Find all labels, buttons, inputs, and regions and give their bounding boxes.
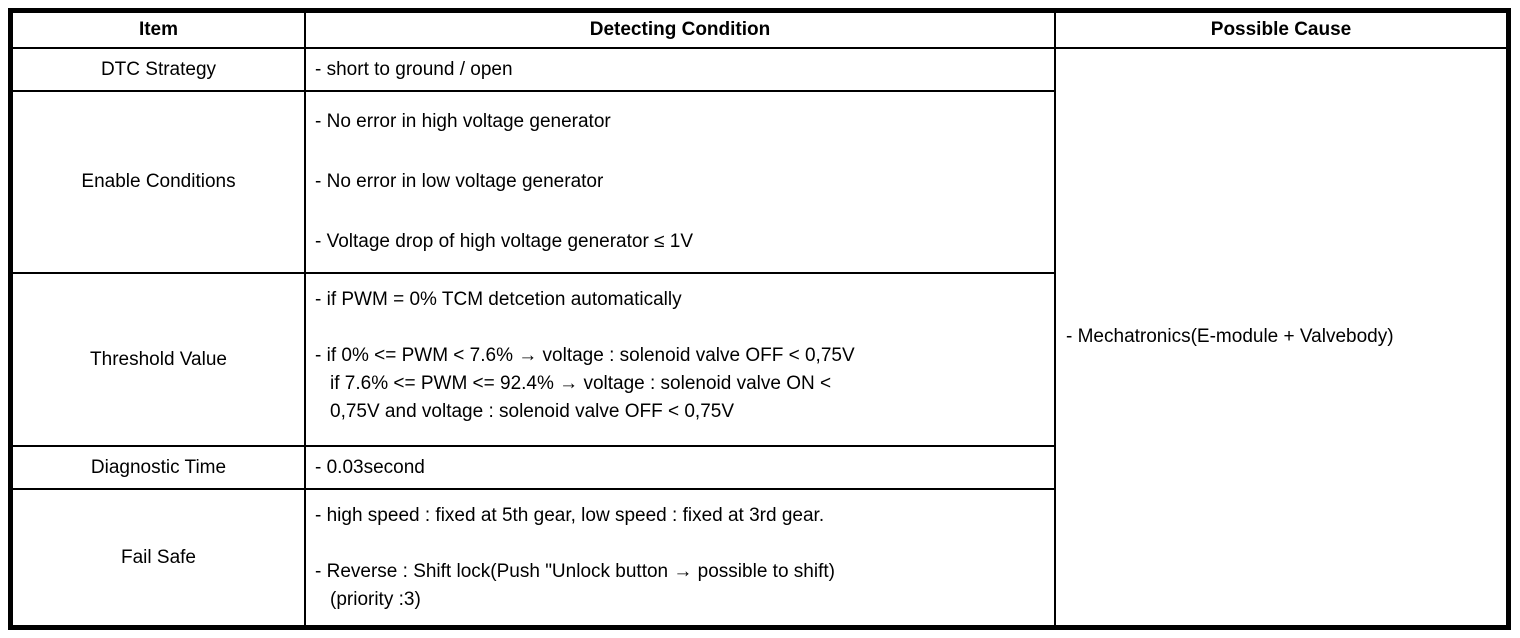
- row-condition-dtc-strategy: - short to ground / open: [306, 49, 1056, 92]
- row-condition-fail-safe: - high speed : fixed at 5th gear, low sp…: [306, 490, 1056, 625]
- dtc-detecting-condition-table: Item Detecting Condition Possible Cause …: [8, 8, 1511, 630]
- row-condition-threshold-value: - if PWM = 0% TCM detcetion automaticall…: [306, 274, 1056, 447]
- row-condition-diagnostic-time: - 0.03second: [306, 447, 1056, 490]
- condition-line: - if 0% <= PWM < 7.6% → voltage : soleno…: [315, 345, 855, 422]
- row-condition-enable-conditions: - No error in high voltage generator - N…: [306, 92, 1056, 274]
- column-header-possible-cause: Possible Cause: [1056, 13, 1506, 49]
- condition-line: - Reverse : Shift lock(Push "Unlock butt…: [315, 561, 835, 610]
- row-item-label: Diagnostic Time: [90, 456, 227, 478]
- row-item-enable-conditions: Enable Conditions: [13, 92, 306, 274]
- condition-line: - if PWM = 0% TCM detcetion automaticall…: [315, 289, 682, 310]
- column-header-detecting-condition: Detecting Condition: [306, 13, 1056, 49]
- condition-line: - 0.03second: [315, 456, 425, 478]
- condition-line: - short to ground / open: [315, 58, 513, 80]
- column-header-item-label: Item: [138, 19, 179, 40]
- row-item-label: Threshold Value: [90, 348, 227, 370]
- row-item-diagnostic-time: Diagnostic Time: [13, 447, 306, 490]
- column-header-possible-cause-label: Possible Cause: [1210, 19, 1352, 40]
- possible-cause-cell: - Mechatronics(E-module + Valvebody): [1056, 49, 1506, 625]
- condition-line: - No error in high voltage generator: [315, 111, 611, 132]
- condition-line: - Voltage drop of high voltage generator…: [315, 231, 694, 252]
- column-header-item: Item: [13, 13, 306, 49]
- condition-line: - No error in low voltage generator: [315, 171, 604, 192]
- row-item-label: Enable Conditions: [81, 171, 236, 192]
- possible-cause-text: - Mechatronics(E-module + Valvebody): [1066, 326, 1394, 347]
- row-item-label: DTC Strategy: [100, 58, 217, 80]
- condition-line: - high speed : fixed at 5th gear, low sp…: [315, 505, 825, 526]
- row-item-label: Fail Safe: [121, 546, 196, 568]
- column-header-detecting-condition-label: Detecting Condition: [589, 19, 771, 40]
- row-item-threshold-value: Threshold Value: [13, 274, 306, 447]
- row-item-dtc-strategy: DTC Strategy: [13, 49, 306, 92]
- row-item-fail-safe: Fail Safe: [13, 490, 306, 625]
